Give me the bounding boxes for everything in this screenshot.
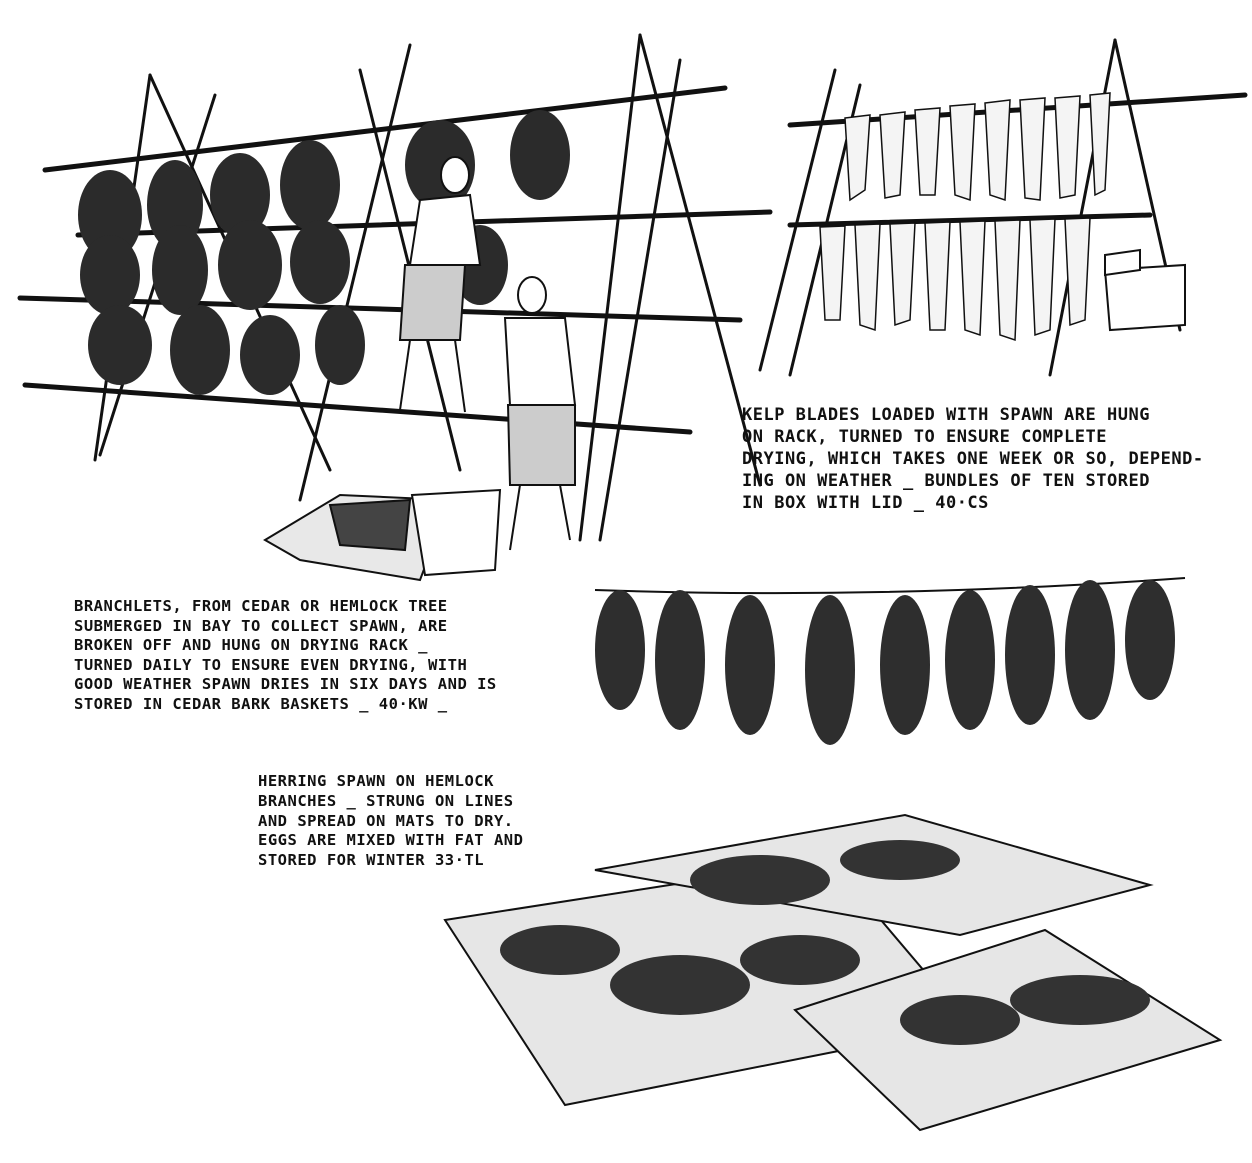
rack-pole xyxy=(298,43,412,502)
hanging-branchlets xyxy=(78,110,570,395)
herring-caption: HERRING SPAWN ON HEMLOCK BRANCHES _ STRU… xyxy=(258,772,524,870)
branchlets-caption: BRANCHLETS, FROM CEDAR OR HEMLOCK TREE S… xyxy=(74,597,497,713)
rack-pole xyxy=(598,58,682,542)
branch-line-illustration xyxy=(594,577,1186,745)
mats-illustration xyxy=(443,813,1223,1132)
figures xyxy=(398,156,577,551)
kelp-blades xyxy=(819,92,1111,342)
rack-pole xyxy=(578,33,642,542)
basket-and-mat xyxy=(263,488,502,582)
kelp-storage-box xyxy=(1103,248,1186,332)
rack-pole xyxy=(638,33,762,487)
kelp-caption: KELP BLADES LOADED WITH SPAWN ARE HUNG O… xyxy=(742,405,1204,513)
